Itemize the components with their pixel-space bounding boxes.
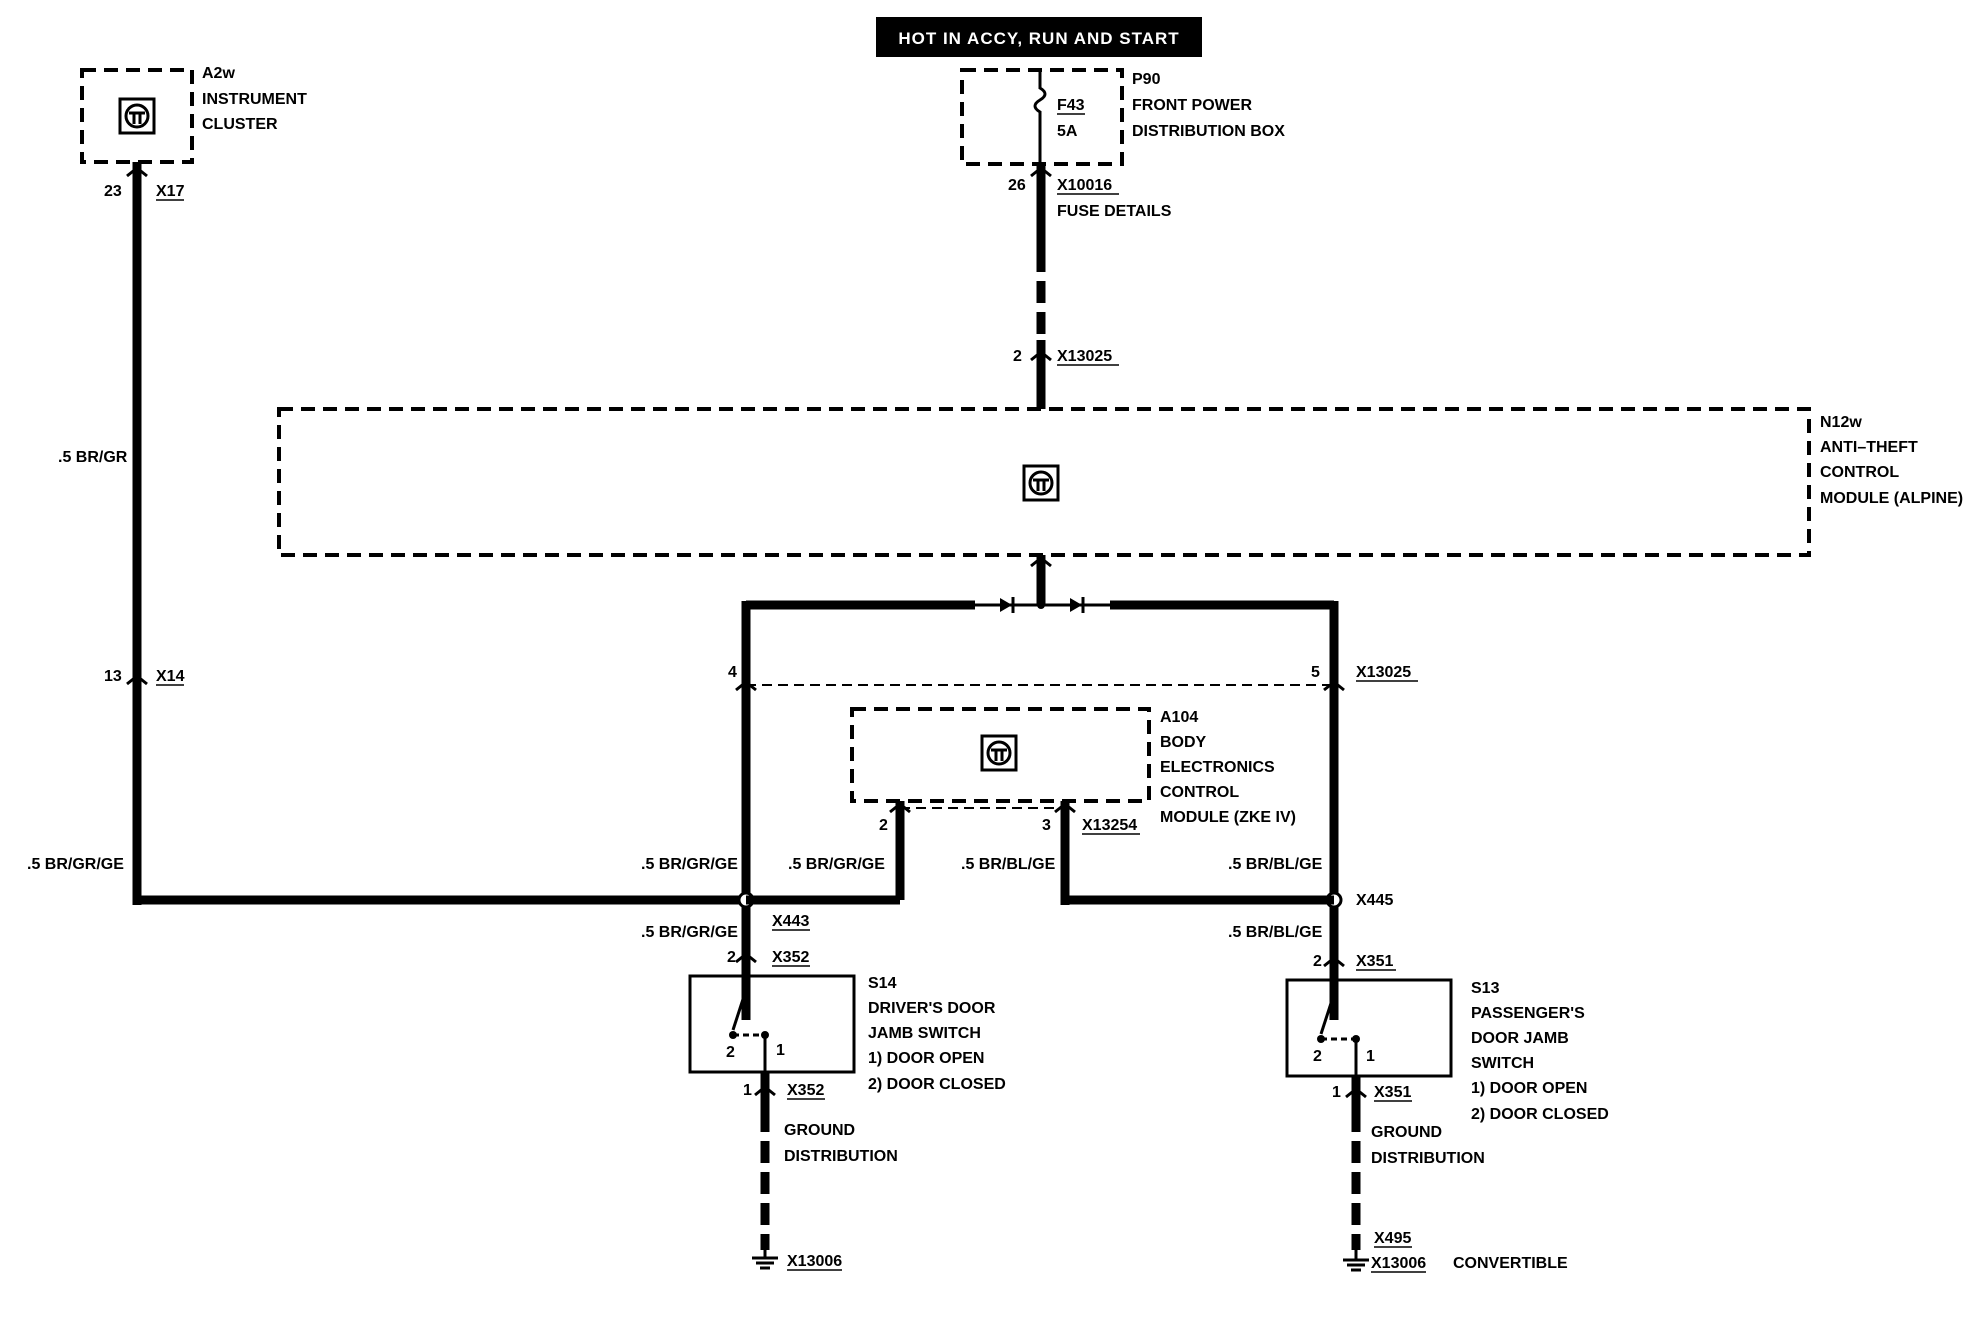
instrument-cluster-label-2: CLUSTER xyxy=(202,116,278,133)
x351-top-pin: 2 xyxy=(1313,953,1322,970)
distribution-box-label-2: DISTRIBUTION BOX xyxy=(1132,123,1285,140)
s14-option-1: 1) DOOR OPEN xyxy=(868,1050,984,1067)
control-module-icon xyxy=(980,734,1018,772)
ground-right-label-1: GROUND xyxy=(1371,1124,1442,1141)
control-module-icon xyxy=(118,97,156,135)
ground-right-label-2: DISTRIBUTION xyxy=(1371,1150,1485,1167)
x13254-pin-3: 3 xyxy=(1042,817,1051,834)
x10016-connector: X10016 xyxy=(1057,177,1112,194)
x352-top-connector: X352 xyxy=(772,949,809,966)
x13025-mid-connector: X13025 xyxy=(1356,664,1411,681)
zke-module-label-3: CONTROL xyxy=(1160,784,1239,801)
s13-option-2: 2) DOOR CLOSED xyxy=(1471,1106,1609,1123)
ground-icon xyxy=(752,1250,778,1270)
distribution-box-label-1: FRONT POWER xyxy=(1132,97,1252,114)
x445-splice: X445 xyxy=(1356,892,1393,909)
body-electronics-control-module: A104 BODY ELECTRONICS CONTROL MODULE (ZK… xyxy=(850,707,1296,826)
x351-bottom-connector: X351 xyxy=(1374,1084,1411,1101)
fuse-id: F43 xyxy=(1057,97,1085,114)
x17-pin: 23 xyxy=(104,183,122,200)
x13025-top-pin: 2 xyxy=(1013,348,1022,365)
x13025-top-connector: X13025 xyxy=(1057,348,1112,365)
s13-label-2: DOOR JAMB xyxy=(1471,1030,1569,1047)
x13025-pin-4: 4 xyxy=(728,664,737,681)
passenger-branch-wire: 5 X13025 .5 BR/BL/GE X445 .5 BR/BL/GE 2 … xyxy=(1228,601,1418,1020)
anti-theft-module-label-2: CONTROL xyxy=(1820,464,1899,481)
distribution-box-id: P90 xyxy=(1132,71,1161,88)
s13-ground-wire: 1 X351 GROUND DISTRIBUTION X495 X13006 C… xyxy=(1332,1076,1568,1273)
s14-contact-2: 2 xyxy=(726,1044,735,1061)
wire-label-s13-feed: .5 BR/BL/GE xyxy=(1228,924,1323,941)
x352-bottom-connector: X352 xyxy=(787,1082,824,1099)
x495-connector: X495 xyxy=(1374,1230,1411,1247)
s14-label-2: JAMB SWITCH xyxy=(868,1025,981,1042)
wire-label-zke-pin2: .5 BR/GR/GE xyxy=(788,856,885,873)
s14-contact-1: 1 xyxy=(776,1042,785,1059)
power-banner: HOT IN ACCY, RUN AND START xyxy=(876,17,1202,57)
drivers-door-jamb-switch: 2 1 S14 DRIVER'S DOOR JAMB SWITCH 1) DOO… xyxy=(688,974,1006,1093)
wire-label-center-left: .5 BR/GR/GE xyxy=(641,856,738,873)
diode-left-icon xyxy=(1000,597,1015,613)
s13-id: S13 xyxy=(1471,980,1500,997)
x14-connector: X14 xyxy=(156,668,185,685)
wire-label-zke-pin3: .5 BR/BL/GE xyxy=(961,856,1056,873)
ground-left-label-1: GROUND xyxy=(784,1122,855,1139)
driver-branch-wire: 4 .5 BR/GR/GE X443 .5 BR/GR/GE 2 X352 xyxy=(641,601,810,1020)
instrument-cluster: A2w INSTRUMENT CLUSTER xyxy=(80,65,307,164)
diode-output-network xyxy=(746,555,1334,613)
zke-module-id: A104 xyxy=(1160,709,1198,726)
zke-wires: 2 .5 BR/GR/GE 3 X13254 .5 BR/BL/GE xyxy=(746,801,1334,905)
instrument-cluster-wire: 23 X17 .5 BR/GR 13 X14 .5 BR/GR/GE xyxy=(27,162,746,905)
ground-icon xyxy=(1343,1250,1369,1272)
x13254-connector: X13254 xyxy=(1082,817,1137,834)
wire-label-center-right: .5 BR/BL/GE xyxy=(1228,856,1323,873)
passengers-door-jamb-switch: 2 1 S13 PASSENGER'S DOOR JAMB SWITCH 1) … xyxy=(1285,978,1609,1123)
anti-theft-module-label-3: MODULE (ALPINE) xyxy=(1820,490,1963,507)
s13-contact-1: 1 xyxy=(1366,1048,1375,1065)
control-module-icon xyxy=(1022,464,1060,502)
x351-top-connector: X351 xyxy=(1356,953,1393,970)
x10016-pin: 26 xyxy=(1008,177,1026,194)
fuse-symbol xyxy=(1033,70,1047,164)
power-banner-text: HOT IN ACCY, RUN AND START xyxy=(898,29,1179,48)
x14-pin: 13 xyxy=(104,668,122,685)
s13-contact-2: 2 xyxy=(1313,1048,1322,1065)
x443-splice: X443 xyxy=(772,913,809,930)
zke-module-label-4: MODULE (ZKE IV) xyxy=(1160,809,1296,826)
s14-ground-wire: 1 X352 GROUND DISTRIBUTION X13006 xyxy=(743,1072,898,1271)
instrument-cluster-label-1: INSTRUMENT xyxy=(202,91,307,108)
s14-label-1: DRIVER'S DOOR xyxy=(868,1000,996,1017)
fuse-details-link[interactable]: FUSE DETAILS xyxy=(1057,203,1172,220)
anti-theft-module-label-1: ANTI–THEFT xyxy=(1820,439,1918,456)
x13025-pin-5: 5 xyxy=(1311,664,1320,681)
x351-bottom-pin: 1 xyxy=(1332,1084,1341,1101)
x352-bottom-pin: 1 xyxy=(743,1082,752,1099)
x13254-pin-2: 2 xyxy=(879,817,888,834)
wire-label-left-bottom: .5 BR/GR/GE xyxy=(27,856,124,873)
zke-module-label-1: BODY xyxy=(1160,734,1207,751)
x13006-left-connector: X13006 xyxy=(787,1253,842,1270)
x13006-right-connector: X13006 xyxy=(1371,1255,1426,1272)
wire-label-s14-feed: .5 BR/GR/GE xyxy=(641,924,738,941)
s14-id: S14 xyxy=(868,975,897,992)
x352-top-pin: 2 xyxy=(727,949,736,966)
ground-left-label-2: DISTRIBUTION xyxy=(784,1148,898,1165)
fuse-rating: 5A xyxy=(1057,123,1078,140)
diode-right-icon xyxy=(1070,597,1085,613)
fuse-feed-wire: 26 X10016 FUSE DETAILS 2 X13025 xyxy=(1008,164,1172,409)
instrument-cluster-id: A2w xyxy=(202,65,235,82)
front-power-distribution-box: F43 5A P90 FRONT POWER DISTRIBUTION BOX xyxy=(960,68,1285,166)
convertible-note: CONVERTIBLE xyxy=(1453,1255,1568,1272)
s14-option-2: 2) DOOR CLOSED xyxy=(868,1076,1006,1093)
s13-label-3: SWITCH xyxy=(1471,1055,1534,1072)
anti-theft-module-id: N12w xyxy=(1820,414,1862,431)
s13-label-1: PASSENGER'S xyxy=(1471,1005,1585,1022)
anti-theft-control-module: N12w ANTI–THEFT CONTROL MODULE (ALPINE) xyxy=(277,407,1963,557)
s13-option-1: 1) DOOR OPEN xyxy=(1471,1080,1587,1097)
wire-label-left-vertical: .5 BR/GR xyxy=(58,449,128,466)
x17-connector: X17 xyxy=(156,183,185,200)
zke-module-label-2: ELECTRONICS xyxy=(1160,759,1275,776)
